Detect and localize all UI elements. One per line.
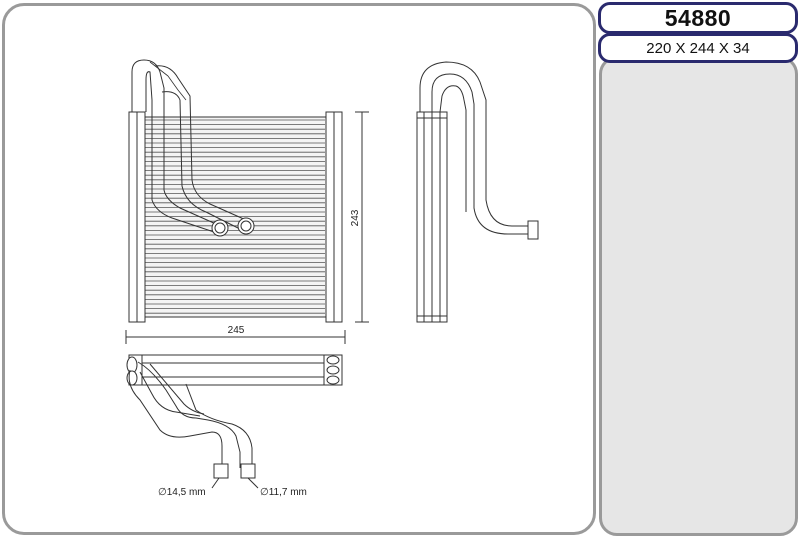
front-view — [125, 59, 369, 344]
product-dimensions-badge: 220 X 244 X 34 — [598, 33, 798, 63]
side-view — [416, 61, 539, 323]
leader-line-2 — [247, 477, 259, 489]
product-code-badge: 54880 — [598, 2, 798, 34]
height-label: 243 — [350, 209, 361, 226]
pipe-diameter-label-1: ∅14,5 mm — [158, 487, 206, 498]
pipe-diameter-label-2: ∅11,7 mm — [260, 487, 307, 498]
top-pipe-end-2 — [240, 463, 256, 479]
info-side-panel — [599, 56, 798, 536]
side-pipe-end — [527, 220, 539, 240]
top-view — [126, 354, 343, 489]
front-fins — [145, 119, 325, 314]
leader-line-1 — [211, 477, 220, 489]
top-core — [128, 354, 343, 386]
top-pipe-end-1 — [213, 463, 229, 479]
width-label: 245 — [228, 325, 245, 336]
